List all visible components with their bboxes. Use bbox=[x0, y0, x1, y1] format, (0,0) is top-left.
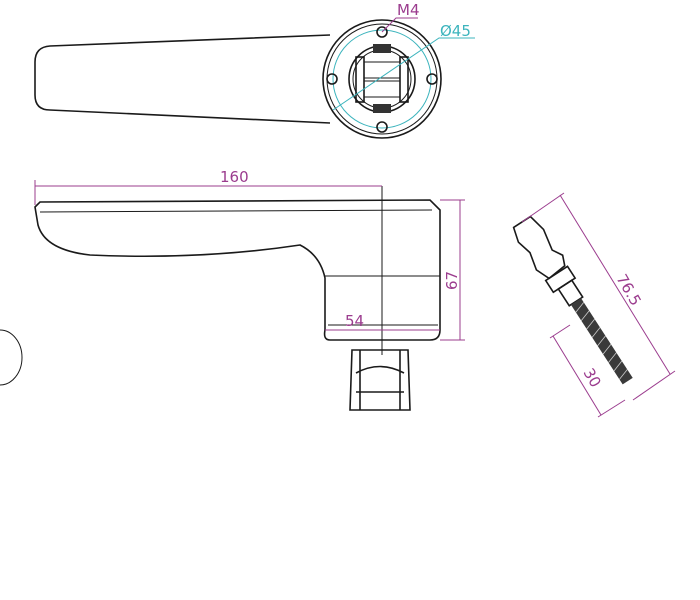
rose-width-label: 54 bbox=[345, 312, 364, 330]
m4-leader bbox=[381, 17, 418, 33]
diameter-leader bbox=[332, 37, 475, 111]
bolt-head bbox=[512, 215, 566, 280]
lever-side-outline bbox=[34, 199, 441, 341]
side-view: 160 67 54 bbox=[34, 168, 465, 411]
hole bbox=[376, 26, 388, 38]
hole bbox=[326, 73, 338, 85]
total-length-dim bbox=[559, 194, 671, 375]
length-label: 160 bbox=[220, 168, 249, 186]
height-label: 67 bbox=[443, 271, 461, 290]
total-length-label: 76.5 bbox=[613, 271, 645, 309]
diameter-label: Ø45 bbox=[440, 22, 471, 40]
screw-bottom bbox=[373, 104, 391, 113]
hole bbox=[376, 121, 388, 133]
hole bbox=[426, 73, 438, 85]
m4-label: M4 bbox=[397, 1, 420, 19]
top-view: M4 Ø45 bbox=[34, 1, 475, 139]
bolt-thread bbox=[570, 298, 633, 385]
bolt-circle bbox=[332, 29, 432, 129]
bolt-view: 76.5 30 bbox=[512, 192, 676, 418]
thread-length-dim bbox=[552, 335, 602, 416]
screw-top bbox=[373, 44, 391, 53]
rosette-outer bbox=[322, 19, 442, 139]
spindle bbox=[349, 349, 411, 411]
lever-top-outline bbox=[34, 34, 331, 124]
partial-circle bbox=[0, 329, 23, 386]
